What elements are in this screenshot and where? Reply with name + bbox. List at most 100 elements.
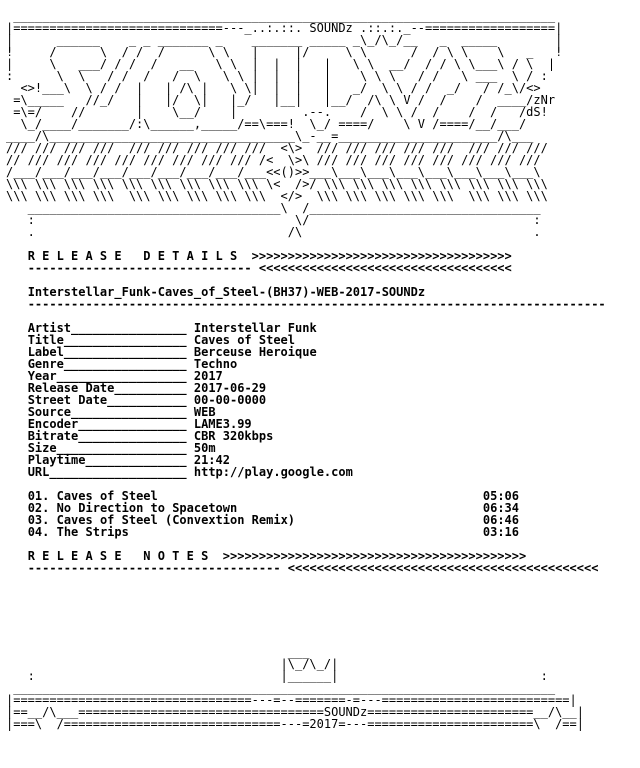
info-label: Bitrate: [27, 429, 79, 443]
info-label: Source: [27, 405, 72, 419]
tracklist: 01. Caves of Steel 05:06 02. No Directio…: [6, 490, 640, 538]
track-title: Caves of Steel: [56, 489, 158, 503]
footer-art-line: |\_/\_/|: [6, 657, 563, 671]
header-art-line: ________________________________________…: [6, 9, 563, 23]
header-art-line: \_/____/_______/:\______,_____/==\===! \…: [6, 117, 548, 131]
track-number: 02.: [27, 501, 50, 515]
info-value: Berceuse Heroique: [193, 345, 317, 359]
info-row: Artist________________ Interstellar Funk: [27, 321, 317, 335]
footer-art-line: |=================================---=--…: [6, 693, 577, 707]
braid-art-line: : \/ :: [6, 213, 548, 227]
track-time: 03:16: [482, 525, 519, 539]
info-value: Interstellar Funk: [193, 321, 317, 335]
braid-art-line: . /\ .: [6, 225, 548, 239]
release-notes-underline: -----------------------------------: [27, 561, 281, 575]
release-name-underline: ----------------------------------------…: [27, 297, 606, 311]
header-logo-art: ________________________________________…: [6, 10, 640, 142]
info-value: LAME3.99: [193, 417, 252, 431]
header-art-line: =\_____ //_/ | |/ \| |_/ |__| |__/ /\ \ …: [6, 93, 556, 107]
release-notes-arrows-right: >>>>>>>>>>>>>>>>>>>>>>>>>>>>>>>>>>>>>>>>…: [222, 549, 527, 563]
braid-art-line: // /// /// /// /// /// /// /// /// /< \>…: [6, 153, 548, 167]
info-row: Street Date___________ 00-00-0000: [27, 393, 267, 407]
track-title: Caves of Steel (Convextion Remix): [56, 513, 296, 527]
info-row: Release Date__________ 2017-06-29: [27, 381, 267, 395]
track-number: 04.: [27, 525, 50, 539]
info-label: Genre: [27, 357, 64, 371]
info-label: Artist: [27, 321, 72, 335]
info-value: CBR 320kbps: [193, 429, 274, 443]
braid-art-line: /// /// /// /// /// /// /// /// /// <\> …: [6, 141, 548, 155]
release-details-underline-row: ------------------------------- <<<<<<<<…: [6, 262, 640, 274]
braid-divider-art: /// /// /// /// /// /// /// /// /// <\> …: [6, 142, 640, 238]
release-notes-arrows-left: <<<<<<<<<<<<<<<<<<<<<<<<<<<<<<<<<<<<<<<<…: [287, 561, 599, 575]
track-time: 06:34: [482, 501, 519, 515]
header-art-line: <>!___\ \ / / | | /\ | \ \| | | | _/ \ \…: [6, 81, 541, 95]
info-value: Caves of Steel: [193, 333, 296, 347]
info-row: Genre_________________ Techno: [27, 357, 238, 371]
info-row: Encoder_______________ LAME3.99: [27, 417, 252, 431]
footer-art-line: ___: [6, 645, 563, 659]
info-label: Release Date: [27, 381, 115, 395]
info-value: WEB: [193, 405, 216, 419]
info-value: 00-00-0000: [193, 393, 267, 407]
braid-art-line: /___/___/___/___/___/___/___/___/___<<()…: [6, 165, 541, 179]
braid-art-line: \\\ \\\ \\\ \\\ \\\ \\\ \\\ \\\ \\\ </> …: [6, 189, 548, 203]
header-art-line: | ______ _ _ _______ _ _______ _____ _\_…: [6, 33, 563, 47]
info-row: Playtime______________ 21:42: [27, 453, 230, 467]
info-value: 21:42: [193, 453, 230, 467]
track-row: 03. Caves of Steel (Convextion Remix) 06…: [6, 514, 640, 526]
track-row: 01. Caves of Steel 05:06: [6, 490, 640, 502]
release-name-underline-row: ----------------------------------------…: [6, 298, 640, 310]
info-row: Size__________________ 50m: [27, 441, 216, 455]
info-label: URL: [27, 465, 50, 479]
info-value: 50m: [193, 441, 216, 455]
track-title: No Direction to Spacetown: [56, 501, 238, 515]
info-label: Year: [27, 369, 57, 383]
release-details-arrows-left: <<<<<<<<<<<<<<<<<<<<<<<<<<<<<<<<<<<: [258, 261, 512, 275]
info-value: Techno: [193, 357, 238, 371]
header-art-line: ____/\__________________________________…: [6, 129, 548, 143]
header-art-line: =\=/ // | \__/ | .--. / \ \ / / / / /dS!: [6, 105, 548, 119]
track-title: The Strips: [56, 525, 129, 539]
track-number: 01.: [27, 489, 50, 503]
info-row: Year__________________ 2017: [27, 369, 223, 383]
header-art-line: |=============================---_..:.::…: [6, 21, 563, 35]
info-row: Bitrate_______________ CBR 320kbps: [27, 429, 274, 443]
release-notes-underline-row: ----------------------------------- <<<<…: [6, 562, 640, 574]
info-label: Title: [27, 333, 64, 347]
info-label: Street Date: [27, 393, 108, 407]
info-label: Size: [27, 441, 57, 455]
info-value: 2017-06-29: [193, 381, 267, 395]
release-details-header: R E L E A S E D E T A I L S >>>>>>>>>>>>…: [6, 250, 640, 262]
info-label: Playtime: [27, 453, 86, 467]
footer-art: ___ |\_/\_/| : |______| : _______: [6, 646, 640, 730]
release-info-list: Artist________________ Interstellar Funk…: [6, 322, 640, 478]
release-notes-header: R E L E A S E N O T E S >>>>>>>>>>>>>>>>…: [6, 550, 640, 562]
info-row: Label_________________ Berceuse Heroique: [27, 345, 317, 359]
footer-art-line: |==__/\___==============================…: [6, 705, 584, 719]
footer-art-line: : |______| :: [6, 669, 563, 683]
info-label: Encoder: [27, 417, 79, 431]
footer-art-line: ________________________________________…: [6, 681, 563, 695]
footer-art-line: |===\ /==============================---…: [6, 717, 584, 731]
header-art-line: ! / \ / / / \ \ | |/ \ \ / / \ \ \ _ !: [6, 45, 563, 59]
release-details-underline: -------------------------------: [27, 261, 252, 275]
release-name-row: Interstellar_Funk-Caves_of_Steel-(BH37)-…: [6, 286, 640, 298]
header-art-line: : \ \ / / / / \ \ \ | | | | \ \ \ / / \ …: [6, 69, 548, 83]
release-notes-title: R E L E A S E N O T E S: [27, 549, 209, 563]
track-number: 03.: [27, 513, 50, 527]
header-art-line: | \ ___/ / / / __ \ \ | | | | \ \ __/ / …: [6, 57, 556, 71]
braid-art-line: ___________________________________\ /__…: [6, 201, 541, 215]
track-time: 06:46: [482, 513, 519, 527]
release-name: Interstellar_Funk-Caves_of_Steel-(BH37)-…: [27, 285, 426, 299]
info-value: 2017: [193, 369, 223, 383]
info-value[interactable]: http://play.google.com: [193, 465, 353, 479]
track-row: 02. No Direction to Spacetown 06:34: [6, 502, 640, 514]
braid-art-line: \\\ \\\ \\\ \\\ \\\ \\\ \\\ \\\ \\\ \< /…: [6, 177, 556, 191]
info-row: URL___________________ http://play.googl…: [27, 465, 353, 479]
release-details-arrows-right: >>>>>>>>>>>>>>>>>>>>>>>>>>>>>>>>>>>>: [251, 249, 512, 263]
release-details-title: R E L E A S E D E T A I L S: [27, 249, 238, 263]
info-row: Title_________________ Caves of Steel: [27, 333, 296, 347]
info-label: Label: [27, 345, 64, 359]
info-row: Source________________ WEB: [27, 405, 216, 419]
